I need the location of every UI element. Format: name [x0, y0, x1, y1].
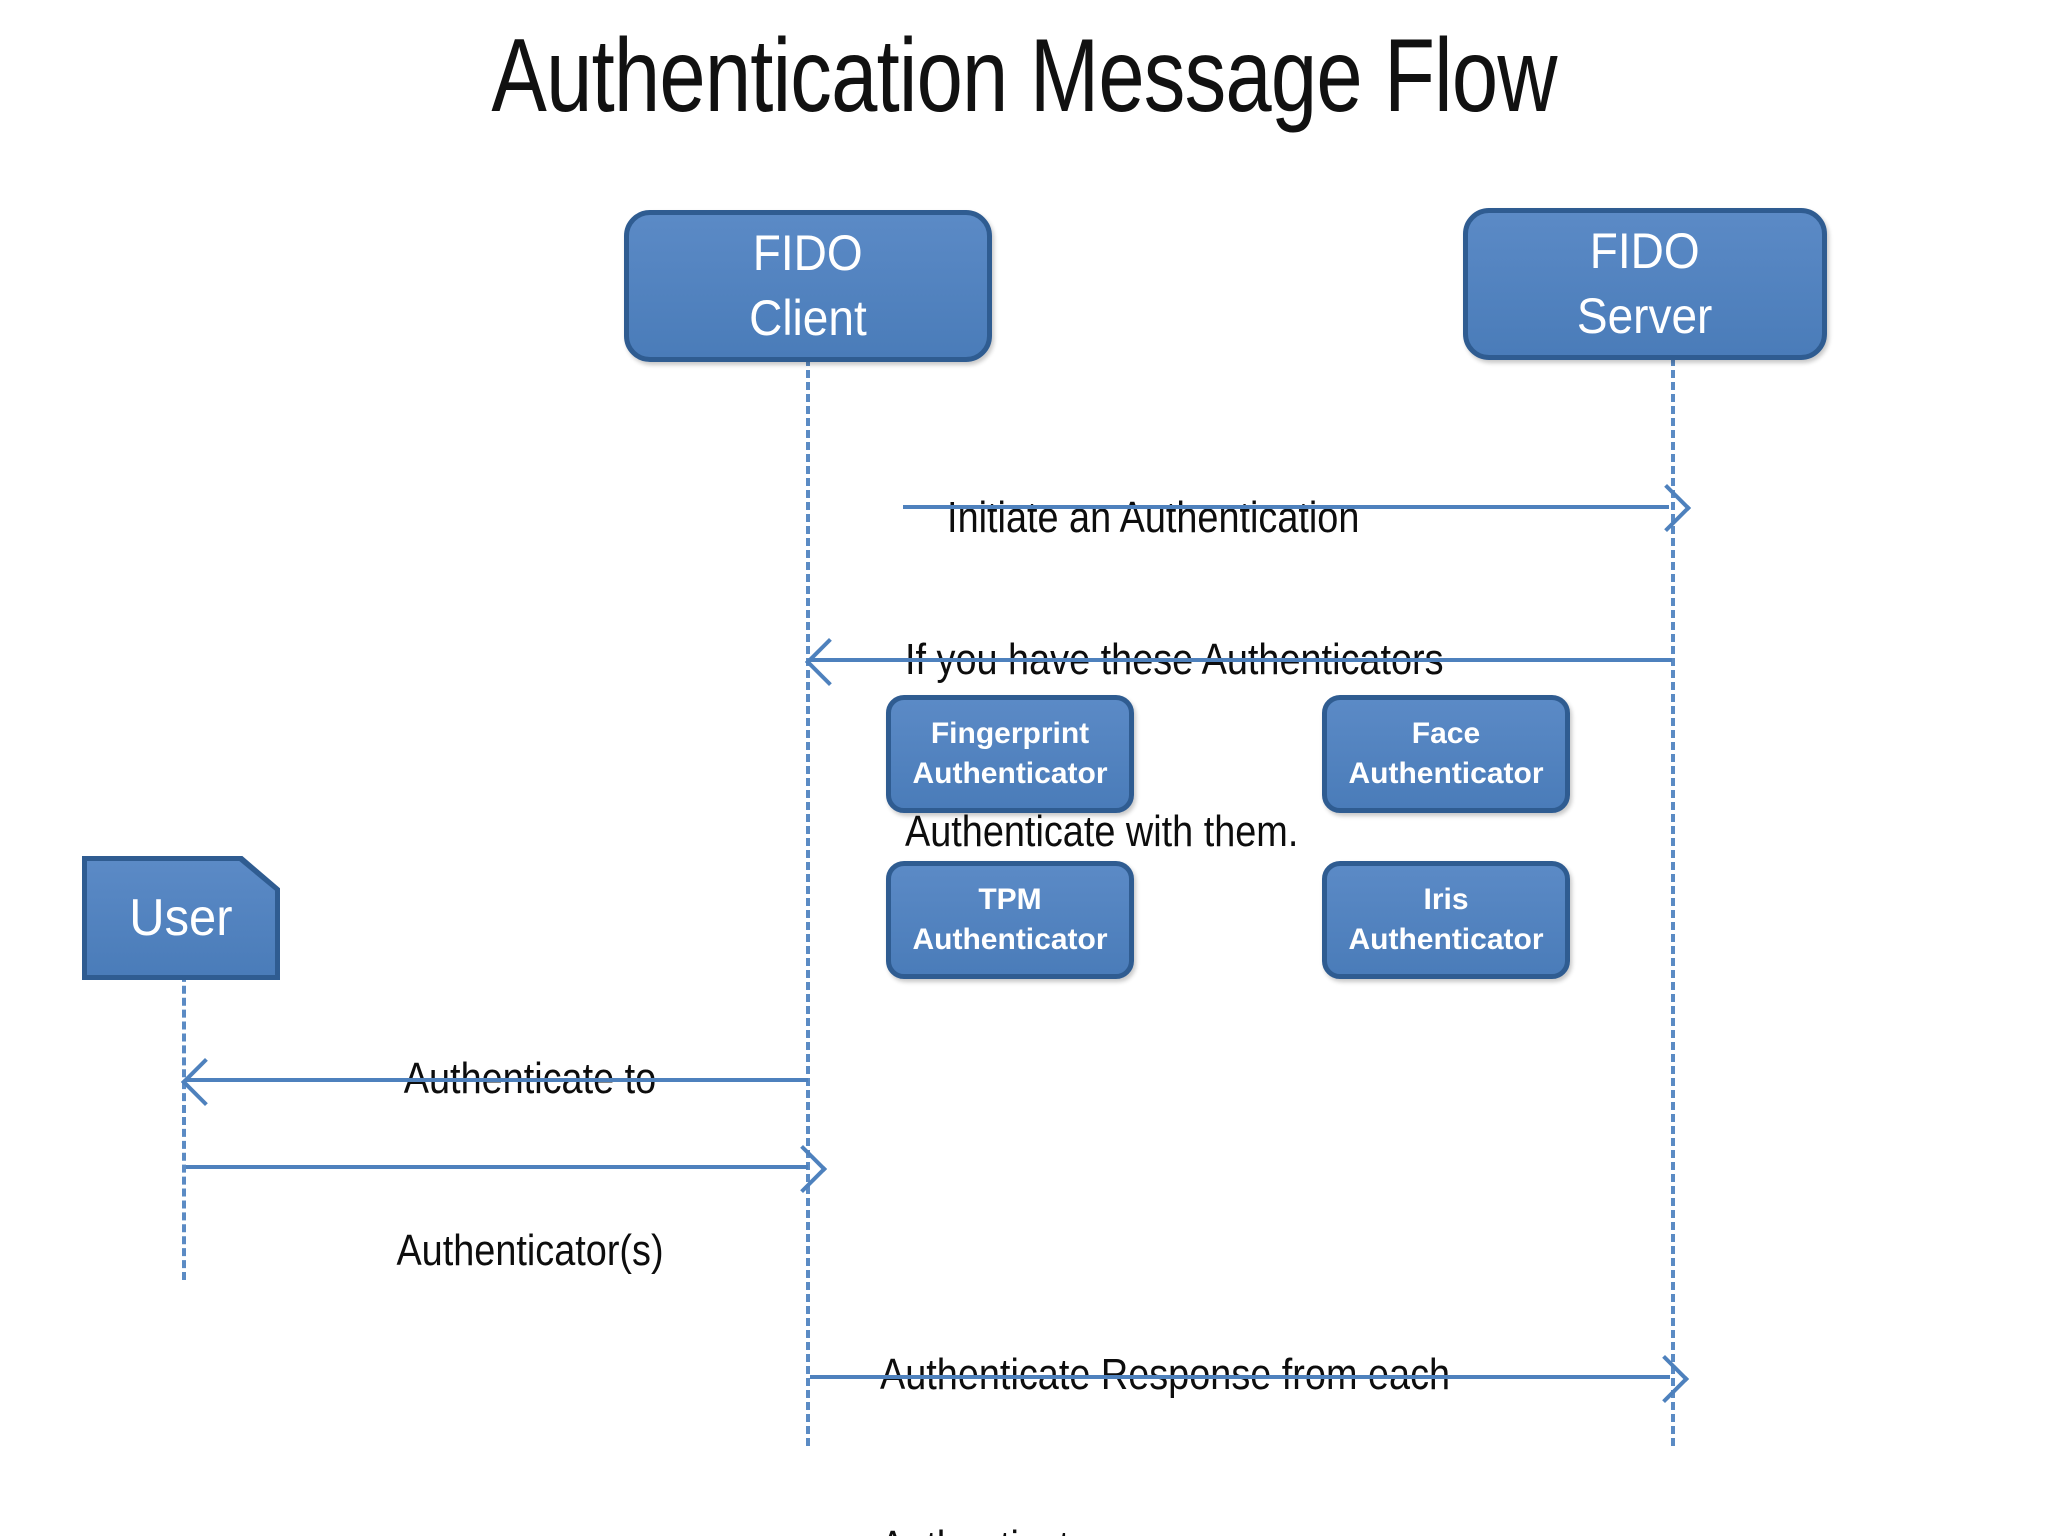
message-arrow-initiate	[903, 505, 1669, 509]
authenticator-fingerprint-line-2: Authenticator	[912, 757, 1108, 790]
message-response-line-2: Authenticator	[880, 1518, 1654, 1536]
actor-box-fido-client[interactable]: FIDO Client	[624, 210, 992, 362]
actor-fido-client-line-2: Client	[749, 290, 867, 346]
authenticator-face-line-1: Face	[1411, 717, 1481, 751]
actor-fido-server-line-2: Server	[1577, 288, 1713, 344]
authenticator-box-tpm[interactable]: TPM Authenticator	[886, 861, 1134, 979]
lifeline-fido-client	[806, 358, 810, 1446]
arrowhead-authenticate-to-left-icon	[180, 1057, 230, 1107]
authenticator-face-line-2: Authenticator	[1348, 757, 1544, 790]
message-label-response: Authenticate Response from each Authenti…	[880, 1232, 1654, 1536]
arrowhead-challenge-left-icon	[804, 637, 854, 687]
authenticator-tpm-line-1: TPM	[978, 883, 1042, 917]
lifeline-fido-server	[1671, 358, 1675, 1446]
message-challenge-line-2: Authenticate with them.	[905, 806, 1299, 856]
authenticator-box-fingerprint[interactable]: Fingerprint Authenticator	[886, 695, 1134, 813]
authenticator-iris-line-2: Authenticator	[1348, 923, 1544, 956]
lifeline-user	[182, 950, 186, 1280]
message-authenticate-to-line-2: Authenticator(s)	[396, 1225, 664, 1275]
authenticator-tpm-line-2: Authenticator	[912, 923, 1108, 956]
message-arrow-authenticate-to	[186, 1078, 808, 1082]
message-arrow-user-reply	[186, 1165, 808, 1169]
message-label-initiate: Initiate an Authentication	[905, 432, 1559, 604]
authenticator-box-iris[interactable]: Iris Authenticator	[1322, 861, 1570, 979]
authenticator-iris-line-1: Iris	[1423, 883, 1469, 917]
actor-box-fido-server[interactable]: FIDO Server	[1463, 208, 1827, 360]
actor-fido-server-line-1: FIDO	[1590, 223, 1700, 279]
actor-user-label: User	[129, 889, 233, 947]
message-response-line-1: Authenticate Response from each	[880, 1350, 1451, 1400]
arrowhead-initiate-right-icon	[1642, 483, 1692, 533]
actor-fido-client-line-1: FIDO	[753, 225, 863, 281]
page-title: Authentication Message Flow	[491, 18, 1557, 134]
authenticator-box-face[interactable]: Face Authenticator	[1322, 695, 1570, 813]
authenticator-fingerprint-line-1: Fingerprint	[930, 717, 1090, 751]
message-arrow-response	[810, 1375, 1670, 1379]
actor-box-user[interactable]: User	[87, 861, 275, 975]
message-initiate-line-1: Initiate an Authentication	[947, 493, 1360, 543]
message-arrow-challenge	[810, 658, 1672, 662]
